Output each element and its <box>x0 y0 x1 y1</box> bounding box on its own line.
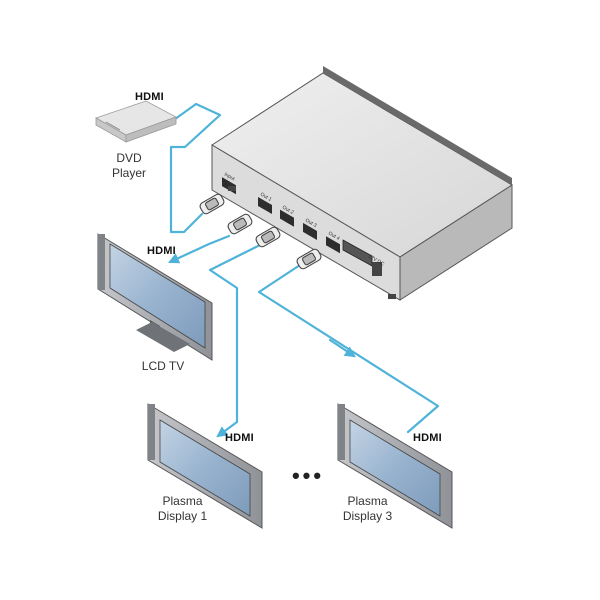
hdmi-label-plasma3: HDMI <box>413 432 442 444</box>
plasma-display-3-label-line2: Display 3 <box>342 509 393 523</box>
dvd-player-label-line1: DVD <box>116 151 142 165</box>
cable-lcd-out1 <box>168 234 231 264</box>
splitter-unit: Input Out 1 Out 2 Out 3 Out 4 12V DC <box>211 66 513 301</box>
hdmi-label-dvd: HDMI <box>135 91 164 103</box>
power-jack <box>372 262 382 276</box>
plasma-display-1-label-line2: Display 1 <box>157 509 208 523</box>
plasma-display-1-label: Plasma Display 1 <box>145 494 220 524</box>
dvd-player-label: DVD Player <box>104 151 154 181</box>
port-label-out1: Out 1 <box>259 192 273 203</box>
plasma-display-3 <box>337 403 453 529</box>
hdmi-label-lcd: HDMI <box>147 245 176 257</box>
cable-plasma1-out2 <box>208 244 260 438</box>
dvd-player <box>95 100 177 143</box>
port-label-input: Input <box>223 172 236 183</box>
plasma-display-3-label-line1: Plasma <box>347 494 388 508</box>
cables <box>168 102 440 438</box>
dvd-player-label-line2: Player <box>111 166 146 180</box>
hdmi-label-plasma1: HDMI <box>225 432 254 444</box>
plasma-display-3-label: Plasma Display 3 <box>330 494 405 524</box>
port-label-out3: Out 3 <box>304 218 318 229</box>
cable-dvd-input <box>169 102 222 234</box>
plasma-display-1 <box>147 403 263 529</box>
port-label-out4: Out 4 <box>327 231 341 242</box>
lcd-tv <box>97 233 213 361</box>
cable-arrow-plasma3 <box>328 338 356 358</box>
plasma-display-1-label-line1: Plasma <box>162 494 203 508</box>
hdmi-plugs <box>199 193 322 270</box>
port-label-out2: Out 2 <box>281 205 295 216</box>
ellipsis: ••• <box>291 463 325 488</box>
lcd-tv-label: LCD TV <box>141 359 185 373</box>
ports <box>222 177 340 254</box>
